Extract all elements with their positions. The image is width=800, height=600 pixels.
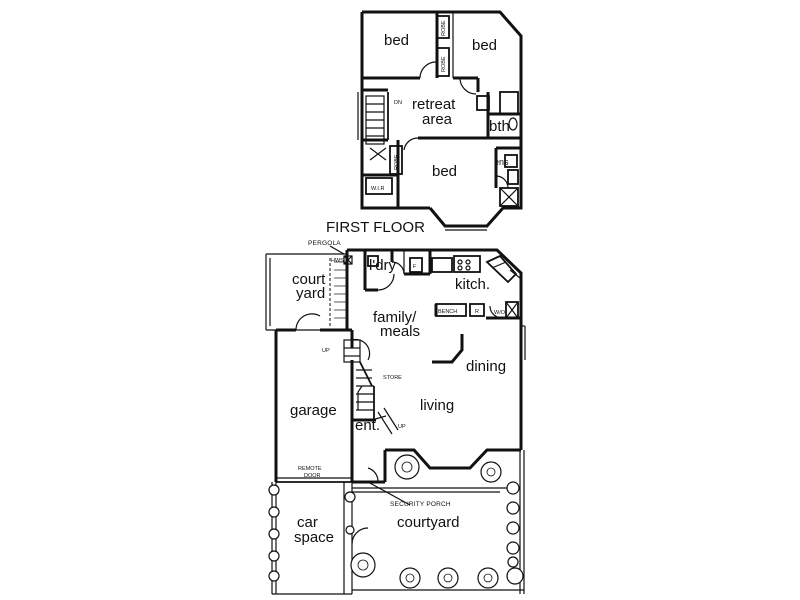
- robe-label-3: ROBE: [394, 154, 400, 170]
- label-remote-line2: DOOR: [304, 473, 321, 479]
- room-living: living: [420, 397, 454, 414]
- ground-floor-plan: court yard l'dry kitch. family/ meals di…: [265, 240, 526, 595]
- room-car-line2: space: [294, 529, 334, 546]
- room-court-line1: court: [292, 271, 326, 288]
- room-ldry: l'dry: [369, 257, 397, 274]
- room-bed-left: bed: [384, 32, 409, 49]
- room-bed-bottom: bed: [432, 163, 457, 180]
- first-floor-title: FIRST FLOOR: [326, 219, 425, 236]
- room-retreat-line2: area: [422, 111, 453, 128]
- room-car-line1: car: [297, 514, 318, 531]
- label-up-1: UP: [322, 348, 330, 354]
- room-courtyard: courtyard: [397, 514, 460, 531]
- room-bth: bth: [489, 118, 510, 135]
- label-f: F: [413, 264, 417, 270]
- first-floor-plan: bed bed retreat area bth bed ens W.I.R D…: [326, 10, 523, 236]
- label-up-2: UP: [398, 424, 406, 430]
- room-ent: ent.: [355, 417, 380, 434]
- pergola-hatch: [334, 261, 346, 319]
- label-store: STORE: [383, 375, 402, 381]
- room-wir: W.I.R: [371, 186, 384, 192]
- room-kitch: kitch.: [455, 276, 490, 293]
- robe-label-1: ROBE: [441, 20, 447, 36]
- robe-label-2: ROBE: [441, 56, 447, 72]
- label-bench: BENCH: [438, 309, 457, 315]
- label-pergola: PERGOLA: [308, 240, 341, 247]
- room-bed-right: bed: [472, 37, 497, 54]
- room-garage: garage: [290, 402, 337, 419]
- label-hws: HWS: [331, 258, 344, 264]
- room-retreat-line1: retreat: [412, 96, 456, 113]
- label-wo: W/O: [494, 310, 506, 316]
- room-court-line2: yard: [296, 285, 325, 302]
- room-family-line2: meals: [380, 323, 420, 340]
- landscaping-shrubs: [268, 454, 524, 589]
- label-security-porch: SECURITY PORCH: [390, 501, 451, 508]
- room-dining: dining: [466, 358, 506, 375]
- label-r: R: [475, 309, 479, 315]
- room-ens: ens: [494, 157, 509, 167]
- room-family-line1: family/: [373, 309, 417, 326]
- stair-dn-label: DN: [394, 100, 402, 106]
- label-remote-line1: REMOTE: [298, 466, 322, 472]
